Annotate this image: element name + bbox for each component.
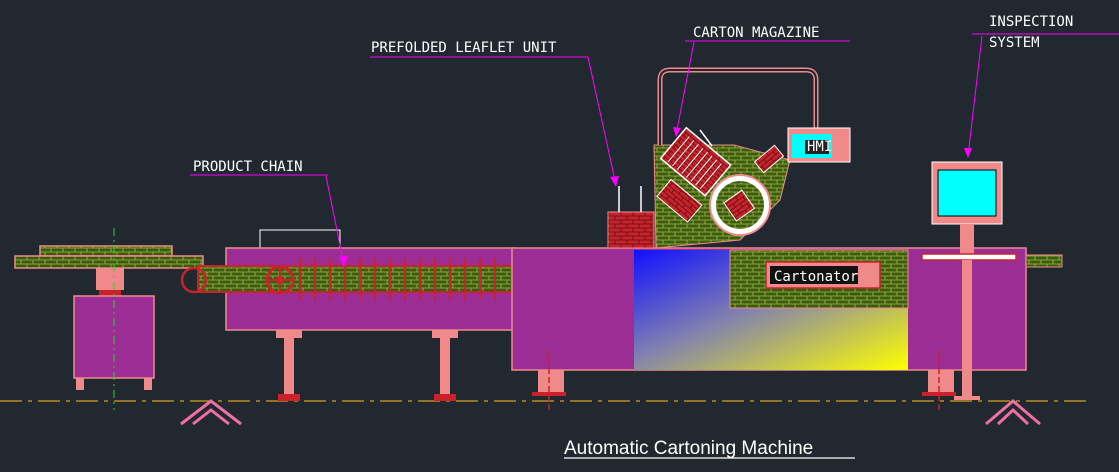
inspection-system-label-line2: SYSTEM — [989, 35, 1040, 51]
hmi-panel: HMI — [787, 127, 851, 163]
carton-magazine-label: CARTON MAGAZINE — [693, 25, 819, 41]
cartonator-name-plate: Cartonator — [765, 261, 881, 289]
drawing-caption: Automatic Cartoning Machine — [564, 438, 813, 459]
infeed-table — [14, 228, 204, 410]
main-machine-body — [511, 247, 1063, 410]
product-chain-label: PRODUCT CHAIN — [193, 159, 303, 175]
product-chain-frame — [180, 229, 515, 401]
prefolded-leaflet-unit — [607, 186, 655, 249]
prefolded-leaflet-unit-label: PREFOLDED LEAFLET UNIT — [371, 40, 557, 56]
hmi-label: HMI — [807, 139, 832, 155]
inspection-system-label-line1: INSPECTION — [989, 14, 1073, 30]
leader-lines — [190, 33, 1119, 266]
inspection-system — [921, 161, 1017, 400]
leader-arrowheads — [339, 127, 972, 267]
ground-support-left — [180, 399, 242, 426]
carton-magazine — [653, 67, 819, 249]
cartonator-label: Cartonator — [774, 269, 858, 285]
ground-support-right — [985, 399, 1041, 426]
